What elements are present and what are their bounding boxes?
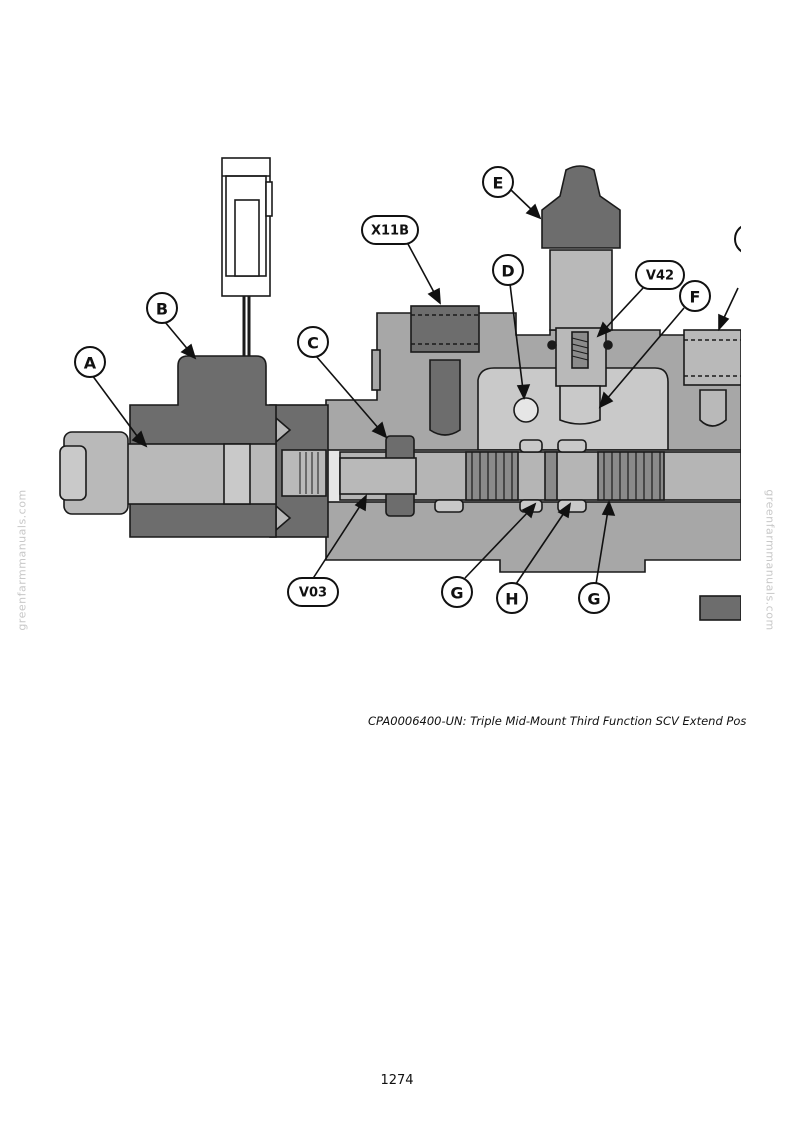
callout-h: H	[505, 590, 518, 609]
callout-a-badge	[74, 346, 106, 378]
callout-f: F	[690, 288, 701, 307]
watermark-right: greenfarmmanuals.com	[763, 489, 777, 631]
callout-e: E	[493, 174, 504, 193]
callout-v42-badge	[635, 260, 685, 290]
callout-f-badge	[679, 280, 711, 312]
watermark-left: greenfarmmanuals.com	[15, 489, 29, 631]
callout-c-badge	[297, 326, 329, 358]
callout-v03-badge	[287, 577, 339, 607]
page-number: 1274	[380, 1073, 414, 1088]
callout-c: C	[307, 334, 319, 353]
figure-caption: CPA0006400-UN: Triple Mid-Mount Third Fu…	[368, 714, 747, 728]
callout-d: D	[501, 262, 514, 281]
e-cap	[541, 165, 621, 249]
callout-b-badge	[146, 292, 178, 324]
callout-g2: G	[587, 590, 600, 609]
callout-v42: V42	[646, 269, 674, 284]
cavity-d	[513, 397, 539, 423]
callout-d-badge	[492, 254, 524, 286]
callout-v03: V03	[299, 586, 327, 601]
callout-a: A	[84, 354, 97, 373]
callout-h-badge	[496, 582, 528, 614]
callout-x11b-badge	[361, 215, 419, 245]
callout-g2-badge	[578, 582, 610, 614]
callout-x11b: X11B	[371, 224, 409, 239]
callout-b: B	[156, 300, 168, 319]
callout-g1: G	[450, 584, 463, 603]
spool-lands	[465, 451, 665, 501]
port-x11b	[410, 305, 480, 353]
callout-g1-badge	[441, 576, 473, 608]
valve-diagram: A B C D E F G H G X11B V42 V03	[59, 157, 766, 621]
callout-e-badge	[482, 166, 514, 198]
v42-assembly	[549, 249, 613, 331]
